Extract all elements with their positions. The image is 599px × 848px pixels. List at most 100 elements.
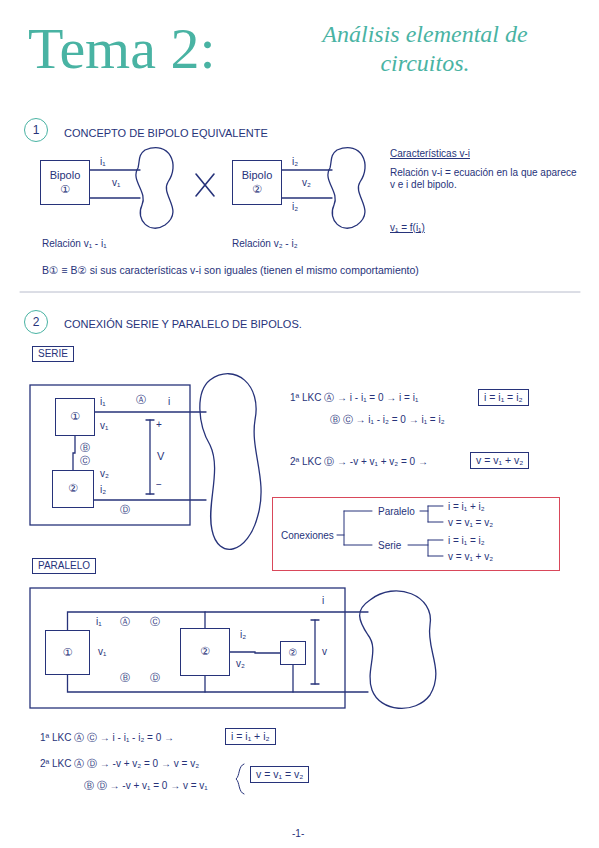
node-text: v = v₁ + v₂ (476, 454, 523, 467)
bipolo-box: ② (52, 470, 94, 508)
bipolo-wires (90, 170, 332, 198)
note-text: i (322, 595, 324, 607)
note-text: 1ª LKC Ⓐ Ⓒ → i - i₁ - i₂ = 0 → (40, 732, 174, 744)
result-box: v = v₁ = v₂ (250, 766, 309, 783)
node-text: i = i₁ + i₂ (448, 501, 485, 513)
note-text: i₁ (96, 616, 102, 628)
result-box: v = v₁ + v₂ (470, 452, 529, 469)
note-text: Ⓑ (120, 672, 130, 684)
node-text: ① (63, 646, 73, 659)
note-text: v₁ = f(i₁) (390, 222, 425, 234)
parallel-enclosure (30, 588, 345, 708)
note-text: CONCEPTO DE BIPOLO EQUIVALENTE (64, 127, 268, 140)
note-text: Ⓒ (150, 616, 160, 628)
node-text: v = v₁ = v₂ (256, 768, 303, 781)
bipolo-box: ② (180, 628, 230, 676)
note-text: v (322, 646, 327, 658)
note-text: V (157, 450, 164, 463)
node-text: Bipolo (50, 169, 81, 182)
note-text: i₂ (292, 201, 298, 213)
section-tag: PARALELO (32, 558, 96, 574)
result-box: i = i₁ + i₂ (225, 728, 276, 745)
node-text: ② (289, 647, 298, 659)
node-text: Conexiones (281, 530, 334, 542)
wire (230, 652, 280, 653)
node-text: ② (68, 482, 78, 495)
node-text: Bipolo (242, 169, 273, 182)
note-text: Relación v₂ - i₂ (232, 238, 298, 250)
series-wires (94, 412, 206, 500)
node-text: ① (70, 410, 80, 423)
note-text: v₂ (100, 468, 109, 480)
note-text: Ⓒ (80, 455, 90, 467)
note-text: i₂ (100, 484, 106, 496)
node-text: i = i₁ = i₂ (484, 391, 523, 404)
note-text: i₁ (100, 396, 106, 408)
node-text: i = i₁ = i₂ (448, 535, 485, 547)
brace (236, 764, 244, 794)
note-text: Ⓓ (150, 672, 160, 684)
note-text: Ⓑ Ⓓ → -v + v₁ = 0 → v = v₁ (84, 780, 208, 792)
note-text: + (156, 419, 162, 431)
bipolo-box: Bipolo① (40, 160, 90, 205)
note-text: i₁ (100, 156, 106, 168)
note-text: Relación v-i = ecuación en la que aparec… (390, 167, 580, 191)
note-text: v₂ (236, 658, 245, 670)
summary-box: Conexiones Paralelo i = i₁ + i₂ v = v₁ = v₂… (272, 497, 560, 571)
node-text: v = v₁ + v₂ (448, 551, 493, 563)
circuit-blob (360, 591, 436, 708)
node-text: Serie (378, 540, 401, 552)
not-equal-cross (196, 174, 214, 196)
bipolo-box: ① (55, 398, 95, 436)
circuit-blob (200, 374, 261, 550)
node-text: ② (200, 645, 210, 658)
note-text: Ⓓ (120, 504, 130, 516)
note-text: v₂ (302, 177, 311, 189)
section-number: 1 (24, 118, 48, 142)
bipolo-box: ② (280, 641, 306, 665)
note-text: 2ª LKC Ⓓ → -v + v₁ + v₂ = 0 → (290, 456, 428, 468)
node-text: i = i₁ + i₂ (231, 730, 270, 743)
node-text: 2 (33, 315, 40, 329)
note-text: 1ª LKC Ⓐ → i - i₁ = 0 → i = i₁ (290, 392, 418, 404)
node-text: v = v₁ = v₂ (448, 517, 493, 529)
result-box: i = i₁ = i₂ (478, 389, 529, 406)
node-text: PARALELO (38, 560, 90, 572)
note-text: v₁ (98, 646, 106, 658)
note-text: Análisis elemental de circuitos. (300, 20, 550, 78)
note-text: 2ª LKC Ⓐ Ⓓ → -v + v₂ = 0 → v = v₂ (40, 758, 199, 770)
circuit-blob (328, 148, 365, 229)
note-text: v₁ (112, 177, 120, 189)
note-text: B① ≡ B② si sus características v-i son i… (42, 264, 419, 277)
note-text: Características v-i (390, 148, 470, 160)
note-text: Ⓐ (136, 394, 146, 406)
note-text: Relación v₁ - i₁ (42, 238, 107, 250)
note-text: Ⓑ (80, 442, 90, 454)
note-text: − (156, 479, 162, 491)
section-rule (20, 292, 580, 293)
circuit-blob (136, 148, 173, 229)
summary-brackets (337, 506, 443, 556)
node-text: 1 (33, 123, 40, 137)
note-text: i (168, 396, 170, 408)
note-text: v₁ (100, 420, 108, 432)
parallel-wires (68, 612, 369, 692)
series-enclosure (30, 385, 190, 525)
note-text: CONEXIÓN SERIE Y PARALELO DE BIPOLOS. (64, 318, 302, 331)
note-text: i₂ (240, 629, 246, 641)
note-text: -1- (292, 828, 304, 840)
page-title: Tema 2: (28, 14, 216, 84)
node-text: ② (252, 183, 262, 196)
section-tag: SERIE (32, 346, 74, 362)
bipolo-box: ① (45, 630, 90, 675)
note-text: Ⓐ (120, 616, 130, 628)
bipolo-box: Bipolo② (232, 160, 282, 205)
section-number: 2 (24, 310, 48, 334)
node-text: ① (60, 183, 70, 196)
node-text: SERIE (38, 348, 68, 360)
note-text: i₂ (292, 156, 298, 168)
wire (73, 436, 75, 470)
node-text: Paralelo (378, 506, 415, 518)
note-text: Ⓑ Ⓒ → i₁ - i₂ = 0 → i₁ = i₂ (330, 414, 445, 426)
